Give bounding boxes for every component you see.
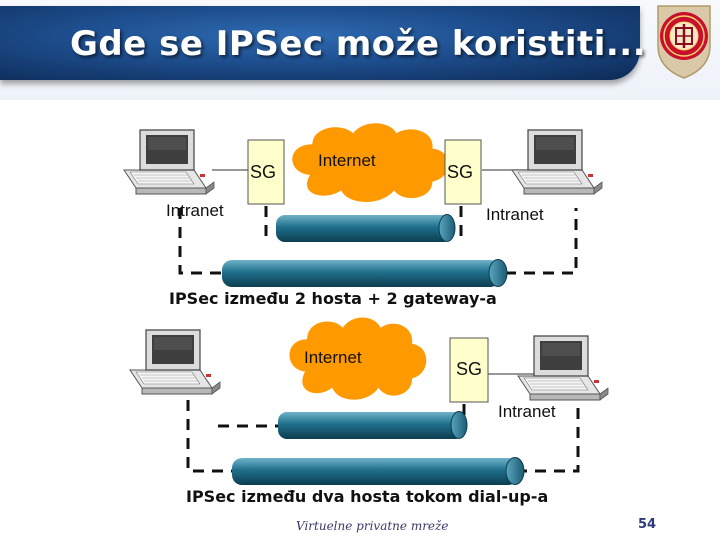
sg-label-left: SG <box>250 162 277 182</box>
security-gateway-box <box>444 139 482 205</box>
slide-header: Gde se IPSec može koristiti... <box>0 0 720 100</box>
tunnel-pipe-icon <box>222 259 508 287</box>
internet-label: Internet <box>318 151 376 170</box>
internet-label: Internet <box>304 348 362 367</box>
slide-title: Gde se IPSec može koristiti... <box>70 24 647 64</box>
laptop-icon <box>129 329 221 395</box>
security-gateway-box <box>449 337 489 403</box>
intranet-label-left: Intranet <box>166 201 224 220</box>
scenario-1-caption: IPSec između 2 hosta + 2 gateway-a <box>169 289 497 308</box>
tunnel-pipe-icon <box>276 214 456 242</box>
scenario-2-caption: IPSec između dva hosta tokom dial-up-a <box>186 487 549 506</box>
scenario-2 <box>129 317 609 485</box>
tunnel-pipe-icon <box>278 411 468 439</box>
tunnel-pipe-icon <box>232 457 525 485</box>
intranet-label-right: Intranet <box>486 205 544 224</box>
intranet-label: Intranet <box>498 402 556 421</box>
laptop-icon <box>123 129 215 195</box>
title-bar: Gde se IPSec može koristiti... <box>0 6 646 80</box>
page-number: 54 <box>638 517 657 532</box>
sg-label: SG <box>456 359 483 379</box>
security-gateway-box <box>247 139 285 205</box>
scenario-1 <box>123 123 603 287</box>
laptop-icon <box>517 335 609 401</box>
laptop-icon <box>511 129 603 195</box>
slide-footer: Virtuelne privatne mreže <box>296 519 449 533</box>
university-logo-icon <box>657 5 711 79</box>
sg-label-right: SG <box>447 162 474 182</box>
